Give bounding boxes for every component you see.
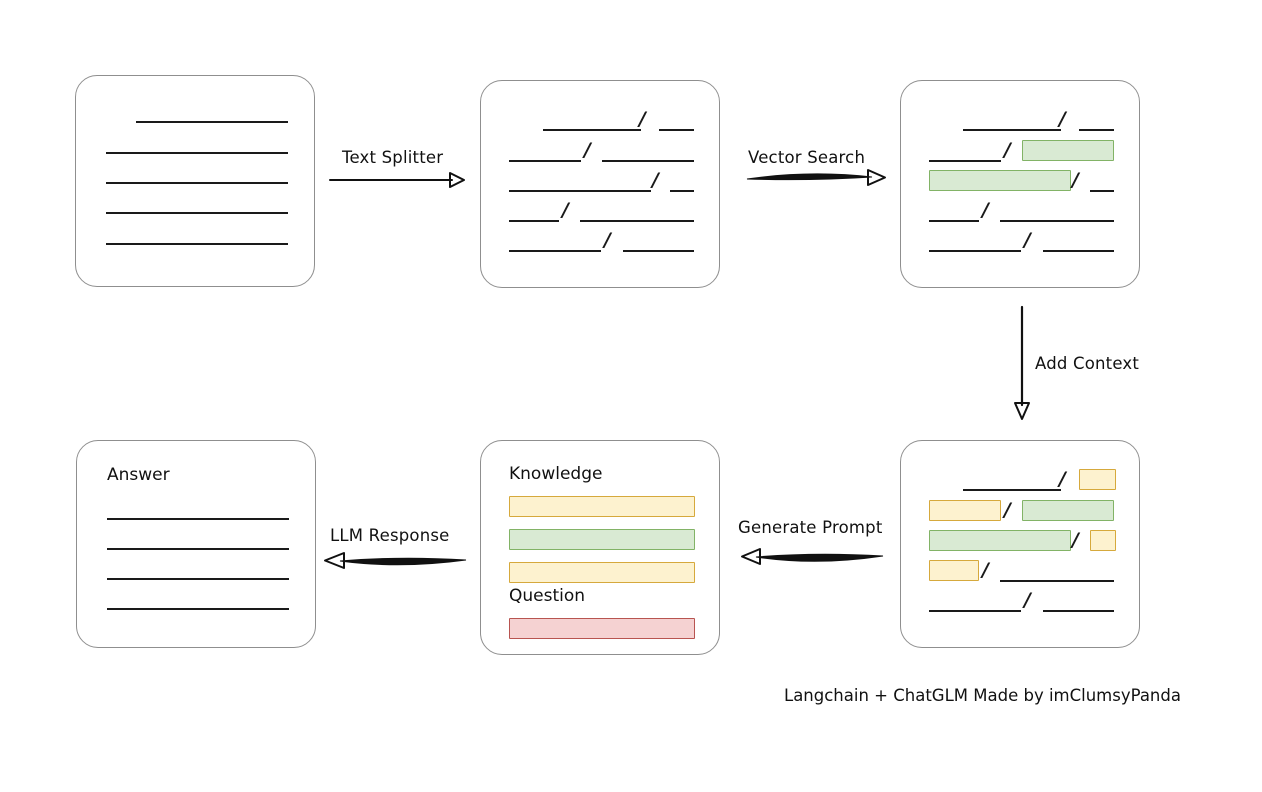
context-chunk-yellow (1090, 530, 1116, 551)
chunk-separator: / (584, 139, 591, 161)
edge-arrow-text-splitter (329, 172, 465, 188)
document-line (136, 121, 288, 123)
chunk-line (1079, 129, 1114, 131)
chunk-line (543, 129, 641, 131)
chunk-line (509, 250, 601, 252)
matched-chunk-green (929, 170, 1071, 191)
knowledge-label: Knowledge (509, 464, 603, 484)
chunk-line (929, 610, 1021, 612)
edge-label-llm-response: LLM Response (330, 526, 450, 545)
edge-arrow-add-context (1014, 305, 1030, 420)
node-prompt-card[interactable]: Knowledge Question (480, 440, 720, 655)
node-vector-matched-chunks[interactable]: / / / / / (900, 80, 1140, 288)
node-split-chunks[interactable]: / / / / / (480, 80, 720, 288)
edge-arrow-vector-search (746, 169, 886, 186)
question-label: Question (509, 586, 586, 606)
chunk-line (1090, 190, 1114, 192)
context-chunk-yellow (1079, 469, 1116, 490)
chunk-line (929, 250, 1021, 252)
edge-arrow-generate-prompt (741, 548, 884, 565)
chunk-separator: / (652, 169, 659, 191)
chunk-separator: / (1072, 169, 1079, 191)
chunk-line (509, 220, 559, 222)
answer-line (107, 608, 289, 610)
node-answer-card[interactable]: Answer (76, 440, 316, 648)
document-line (106, 152, 288, 154)
edge-label-add-context: Add Context (1035, 354, 1140, 373)
chunk-separator: / (562, 199, 569, 221)
chunk-line (509, 160, 581, 162)
document-line (106, 243, 288, 245)
knowledge-chip-yellow (509, 562, 695, 583)
document-line (106, 212, 288, 214)
node-source-document[interactable] (75, 75, 315, 287)
knowledge-chip-yellow (509, 496, 695, 517)
chunk-separator: / (1024, 589, 1031, 611)
context-chunk-yellow (929, 560, 979, 581)
chunk-line (963, 129, 1061, 131)
chunk-line (623, 250, 694, 252)
chunk-separator: / (1004, 499, 1011, 521)
chunk-line (580, 220, 694, 222)
chunk-line (929, 220, 979, 222)
chunk-line (1043, 610, 1114, 612)
edge-label-generate-prompt: Generate Prompt (738, 518, 883, 537)
chunk-line (929, 160, 1001, 162)
footer-credit: Langchain + ChatGLM Made by imClumsyPand… (784, 686, 1181, 705)
edge-arrow-llm-response (324, 552, 467, 569)
chunk-line (659, 129, 694, 131)
answer-line (107, 518, 289, 520)
chunk-separator: / (982, 559, 989, 581)
matched-chunk-green (1022, 140, 1114, 161)
chunk-separator: / (604, 229, 611, 251)
context-chunk-green (1022, 500, 1114, 521)
edge-label-text-splitter: Text Splitter (342, 148, 444, 167)
context-chunk-green (929, 530, 1071, 551)
chunk-line (1000, 220, 1114, 222)
answer-line (107, 548, 289, 550)
edge-label-vector-search: Vector Search (748, 148, 866, 167)
document-line (106, 182, 288, 184)
chunk-line (670, 190, 694, 192)
question-chip-red (509, 618, 695, 639)
chunk-line (509, 190, 651, 192)
knowledge-chip-green (509, 529, 695, 550)
context-chunk-yellow (929, 500, 1001, 521)
chunk-line (602, 160, 694, 162)
chunk-separator: / (1004, 139, 1011, 161)
chunk-line (1000, 580, 1114, 582)
chunk-separator: / (1072, 529, 1079, 551)
answer-label: Answer (107, 465, 170, 485)
node-context-chunks[interactable]: / / / / / (900, 440, 1140, 648)
chunk-line (963, 489, 1061, 491)
chunk-separator: / (982, 199, 989, 221)
chunk-separator: / (639, 108, 646, 130)
chunk-line (1043, 250, 1114, 252)
answer-line (107, 578, 289, 580)
chunk-separator: / (1059, 108, 1066, 130)
chunk-separator: / (1059, 468, 1066, 490)
chunk-separator: / (1024, 229, 1031, 251)
